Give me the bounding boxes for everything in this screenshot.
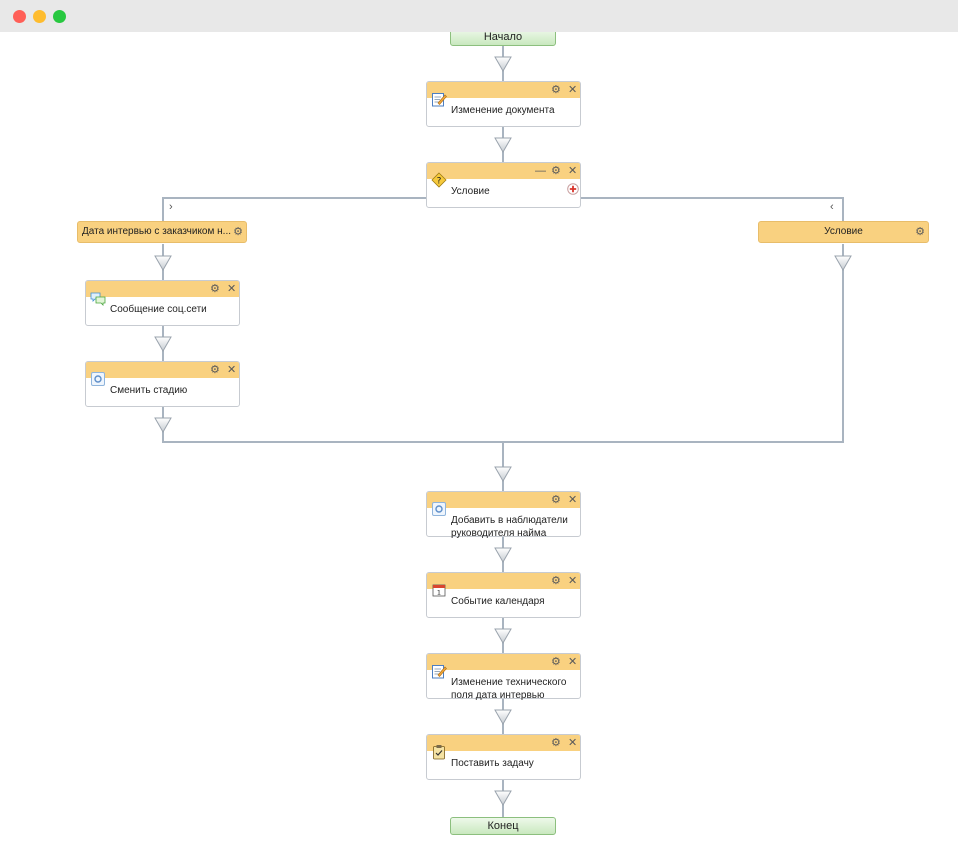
- flow-arrow: [494, 56, 512, 73]
- activity-title: Добавить в наблюдатели руководителя найм…: [451, 515, 568, 539]
- flow-arrow: [494, 137, 512, 154]
- branch-condition-right[interactable]: Условие ⚙: [758, 221, 929, 243]
- gear-icon[interactable]: ⚙: [551, 575, 561, 587]
- branch-condition-label: Дата интервью с заказчиком н...: [82, 226, 231, 237]
- gear-icon[interactable]: ⚙: [551, 656, 561, 668]
- expand-left-icon[interactable]: ‹: [830, 201, 834, 213]
- close-icon[interactable]: ✕: [568, 84, 578, 96]
- gear-icon[interactable]: ⚙: [233, 226, 243, 238]
- branch-condition-label: Условие: [824, 226, 863, 237]
- minimize-window-button[interactable]: [33, 10, 46, 23]
- activity-header: ⚙ ✕: [427, 492, 580, 508]
- activity-title: Сообщение соц.сети: [110, 304, 207, 315]
- close-icon[interactable]: ✕: [568, 575, 578, 587]
- flow-arrow: [494, 466, 512, 483]
- activity-header: ⚙ ✕: [427, 654, 580, 670]
- activity-header: ⚙ ✕: [427, 735, 580, 751]
- activity-title: Событие календаря: [451, 596, 545, 607]
- flow-arrow: [154, 255, 172, 272]
- close-window-button[interactable]: [13, 10, 26, 23]
- task-clipboard-icon: [433, 745, 445, 760]
- flow-arrow: [154, 417, 172, 434]
- gear-icon[interactable]: ⚙: [915, 226, 925, 238]
- svg-text:1: 1: [437, 589, 441, 597]
- branch-condition-left[interactable]: Дата интервью с заказчиком н... ⚙: [77, 221, 247, 243]
- activity-calendar-event[interactable]: ⚙ ✕ 1 Событие календаря: [426, 572, 581, 618]
- svg-text:?: ?: [437, 177, 442, 187]
- close-icon[interactable]: ✕: [227, 364, 237, 376]
- activity-set-task[interactable]: ⚙ ✕ Поставить задачу: [426, 734, 581, 780]
- activity-title: Поставить задачу: [451, 758, 534, 769]
- minimize-icon[interactable]: —: [535, 165, 546, 177]
- gear-icon[interactable]: ⚙: [210, 283, 220, 295]
- flow-arrow: [494, 547, 512, 564]
- activity-change-tech-field[interactable]: ⚙ ✕ Изменение технического поля дата инт…: [426, 653, 581, 701]
- window-titlebar: [0, 0, 958, 32]
- zoom-window-button[interactable]: [53, 10, 66, 23]
- activity-title: Изменение технического поля дата интервь…: [451, 677, 567, 701]
- flow-arrow: [494, 709, 512, 726]
- gear-icon[interactable]: ⚙: [551, 165, 561, 177]
- activity-title: Изменение документа: [451, 105, 555, 116]
- workflow-canvas: Начало ⚙ ✕ Изменение документа — ⚙ ✕ ? У…: [0, 32, 958, 849]
- condition-title: Условие: [451, 186, 490, 197]
- condition-question-icon: ?: [431, 172, 447, 188]
- activity-title: Сменить стадию: [110, 385, 188, 396]
- condition-block[interactable]: — ⚙ ✕ ? Условие: [426, 162, 581, 208]
- gear-icon[interactable]: ⚙: [551, 737, 561, 749]
- activity-header: — ⚙ ✕: [427, 163, 580, 179]
- activity-add-watchers[interactable]: ⚙ ✕ Добавить в наблюдатели руководителя …: [426, 491, 581, 539]
- close-icon[interactable]: ✕: [568, 656, 578, 668]
- end-node[interactable]: Конец: [450, 817, 556, 835]
- activity-header: ⚙ ✕: [427, 573, 580, 589]
- edit-document-icon: [432, 665, 447, 679]
- gear-icon[interactable]: ⚙: [210, 364, 220, 376]
- add-branch-icon[interactable]: [567, 183, 579, 195]
- gear-icon[interactable]: ⚙: [551, 494, 561, 506]
- edit-document-icon: [432, 93, 447, 107]
- chat-bubbles-icon: [90, 292, 106, 306]
- connector-layer: [154, 45, 852, 817]
- activity-change-document[interactable]: ⚙ ✕ Изменение документа: [426, 81, 581, 127]
- activity-header: ⚙ ✕: [86, 281, 239, 297]
- connector-line: [580, 197, 844, 221]
- calendar-icon: 1: [432, 584, 446, 597]
- flow-arrow: [494, 790, 512, 807]
- close-icon[interactable]: ✕: [568, 165, 578, 177]
- settings-square-icon: [91, 372, 105, 386]
- start-node[interactable]: Начало: [450, 32, 556, 46]
- connector-line: [162, 197, 427, 221]
- flow-arrow: [834, 255, 852, 272]
- gear-icon[interactable]: ⚙: [551, 84, 561, 96]
- close-icon[interactable]: ✕: [568, 494, 578, 506]
- activity-change-stage[interactable]: ⚙ ✕ Сменить стадию: [85, 361, 240, 407]
- settings-square-icon: [432, 502, 446, 516]
- flow-arrow: [154, 336, 172, 353]
- close-icon[interactable]: ✕: [227, 283, 237, 295]
- expand-right-icon[interactable]: ›: [169, 201, 173, 213]
- activity-header: ⚙ ✕: [86, 362, 239, 378]
- activity-header: ⚙ ✕: [427, 82, 580, 98]
- flow-arrow: [494, 628, 512, 645]
- activity-social-message[interactable]: ⚙ ✕ Сообщение соц.сети: [85, 280, 240, 326]
- close-icon[interactable]: ✕: [568, 737, 578, 749]
- connector-line: [162, 244, 844, 443]
